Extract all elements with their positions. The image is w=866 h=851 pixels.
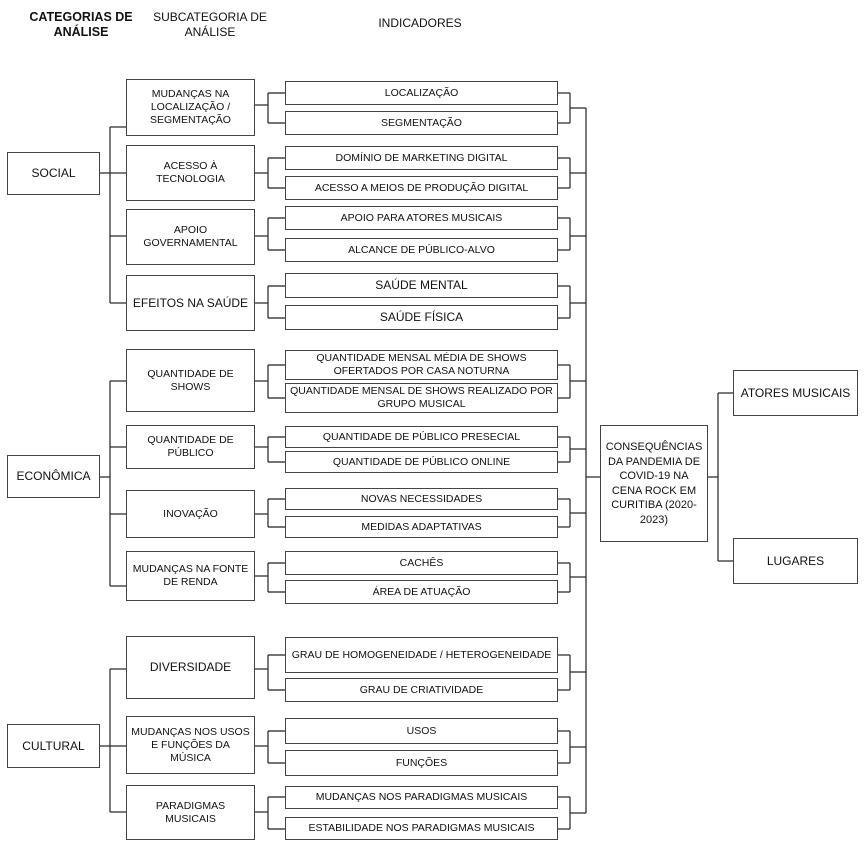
- subcategory-paradigmas: PARADIGMAS MUSICAIS: [126, 785, 255, 840]
- indicator-caches: CACHÊS: [285, 551, 558, 575]
- indicator-saude-mental: SAÚDE MENTAL: [285, 273, 558, 298]
- output-lugares: LUGARES: [733, 538, 858, 584]
- category-cultural: CULTURAL: [7, 724, 100, 768]
- subcategory-diversidade: DIVERSIDADE: [126, 636, 255, 699]
- indicator-homogeneidade: GRAU DE HOMOGENEIDADE / HETEROGENEIDADE: [285, 637, 558, 673]
- subcategory-apoio-governamental: APOIO GOVERNAMENTAL: [126, 209, 255, 265]
- subcategory-localizacao-segmentacao: MUDANÇAS NA LOCALIZAÇÃO / SEGMENTAÇÃO: [126, 79, 255, 136]
- indicator-mudancas-paradigmas: MUDANÇAS NOS PARADIGMAS MUSICAIS: [285, 786, 558, 809]
- indicator-criatividade: GRAU DE CRIATIVIDADE: [285, 678, 558, 702]
- subcategory-inovacao: INOVAÇÃO: [126, 490, 255, 538]
- category-economica: ECONÔMICA: [7, 455, 100, 498]
- category-social: SOCIAL: [7, 152, 100, 195]
- indicator-producao-digital: ACESSO A MEIOS DE PRODUÇÃO DIGITAL: [285, 176, 558, 200]
- indicator-shows-grupo-musical: QUANTIDADE MENSAL DE SHOWS REALIZADO POR…: [285, 383, 558, 413]
- header-indicators: INDICADORES: [378, 16, 462, 30]
- indicator-localizacao: LOCALIZAÇÃO: [285, 81, 558, 105]
- indicator-segmentacao: SEGMENTAÇÃO: [285, 111, 558, 135]
- output-atores-musicais: ATORES MUSICAIS: [733, 370, 858, 416]
- center-consequencias: CONSEQUÊNCIAS DA PANDEMIA DE COVID-19 NA…: [600, 425, 708, 542]
- indicator-publico-online: QUANTIDADE DE PÚBLICO ONLINE: [285, 451, 558, 473]
- subcategory-quantidade-publico: QUANTIDADE DE PÚBLICO: [126, 425, 255, 469]
- indicator-marketing-digital: DOMÍNIO DE MARKETING DIGITAL: [285, 146, 558, 170]
- indicator-funcoes: FUNÇÕES: [285, 750, 558, 776]
- header-subcategory: SUBCATEGORIA DE ANÁLISE: [153, 10, 267, 39]
- subcategory-efeitos-saude: EFEITOS NA SAÚDE: [126, 275, 255, 331]
- indicator-usos: USOS: [285, 718, 558, 744]
- subcategory-quantidade-shows: QUANTIDADE DE SHOWS: [126, 349, 255, 412]
- indicator-medidas-adaptativas: MEDIDAS ADAPTATIVAS: [285, 516, 558, 538]
- indicator-estabilidade-paradigmas: ESTABILIDADE NOS PARADIGMAS MUSICAIS: [285, 817, 558, 840]
- header-categories: CATEGORIAS DE ANÁLISE: [29, 10, 133, 39]
- indicator-apoio-atores: APOIO PARA ATORES MUSICAIS: [285, 206, 558, 230]
- indicator-shows-casa-noturna: QUANTIDADE MENSAL MÉDIA DE SHOWS OFERTAD…: [285, 350, 558, 380]
- indicator-alcance-publico: ALCANCE DE PÚBLICO-ALVO: [285, 238, 558, 262]
- indicator-saude-fisica: SAÚDE FÍSICA: [285, 305, 558, 330]
- indicator-publico-presencial: QUANTIDADE DE PÚBLICO PRESECIAL: [285, 426, 558, 448]
- subcategory-fonte-renda: MUDANÇAS NA FONTE DE RENDA: [126, 551, 255, 601]
- indicator-area-atuacao: ÁREA DE ATUAÇÃO: [285, 580, 558, 604]
- subcategory-acesso-tecnologia: ACESSO À TECNOLOGIA: [126, 145, 255, 201]
- subcategory-usos-funcoes: MUDANÇAS NOS USOS E FUNÇÕES DA MÚSICA: [126, 716, 255, 774]
- indicator-novas-necessidades: NOVAS NECESSIDADES: [285, 488, 558, 510]
